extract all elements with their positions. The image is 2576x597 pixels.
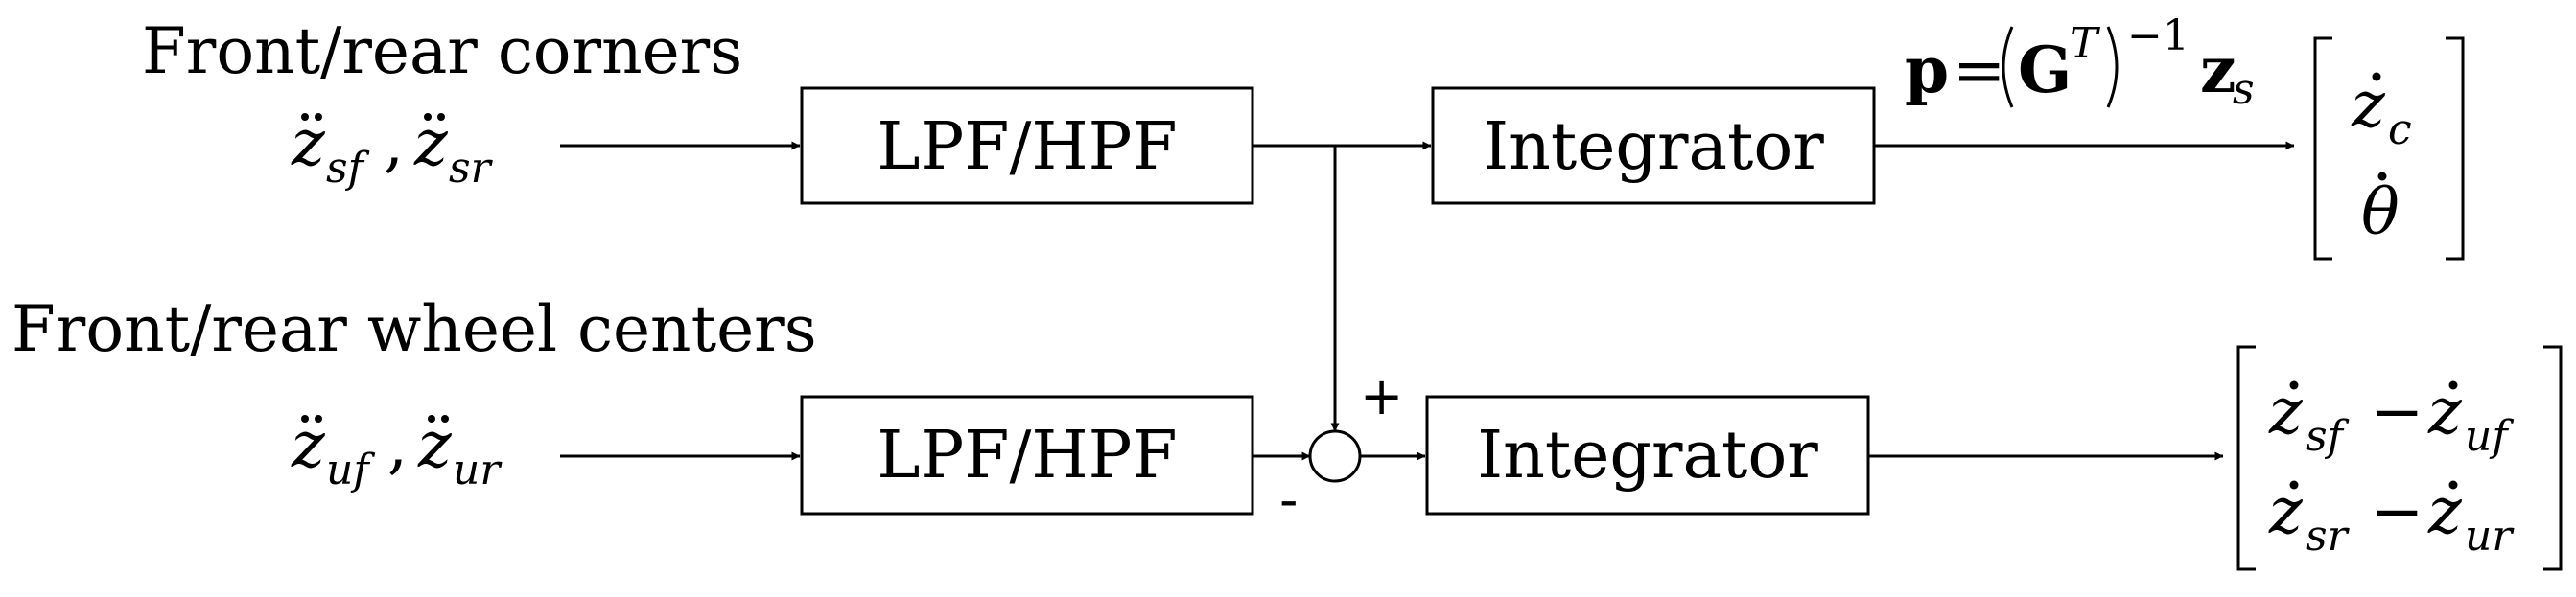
transform-T: T	[2070, 19, 2101, 68]
output-top-row2-var: θ	[2361, 175, 2400, 249]
output-bottom-row2-minus: −	[2371, 474, 2424, 548]
dot-icon	[2448, 480, 2458, 490]
transform-inverse: −1	[2127, 11, 2190, 60]
bracket-right	[2446, 36, 2465, 261]
dot-icon	[2377, 172, 2387, 181]
double-dot-icon	[301, 113, 322, 121]
input-bottom-sub2: ur	[453, 446, 503, 494]
summing-junction	[1308, 429, 1362, 483]
dot-icon	[2289, 480, 2299, 490]
sum-minus-sign: -	[1279, 470, 1299, 530]
input-bottom: z uf , z ur	[291, 408, 503, 494]
output-vector-bottom: z sf − z uf z sr − z ur	[2236, 345, 2563, 571]
double-dot-icon	[428, 415, 449, 423]
transform-z: z	[2200, 33, 2236, 107]
input-top-sub1: sf	[326, 144, 370, 193]
integrator-block-top: Integrator	[1431, 86, 1876, 205]
input-top-sub2: sr	[449, 144, 494, 193]
dot-icon	[2448, 380, 2458, 390]
double-dot-icon	[301, 415, 322, 423]
transform-expression: p = G T −1 z s	[1905, 11, 2255, 114]
output-top-row1-var: z	[2351, 68, 2386, 142]
input-top-sep: ,	[384, 106, 404, 180]
integrator-top-label: Integrator	[1483, 109, 1824, 185]
transform-eq: =	[1953, 34, 2005, 107]
bracket-right	[2543, 345, 2563, 571]
transform-z-sub: s	[2233, 65, 2255, 114]
output-bottom-row1-minus: −	[2371, 375, 2424, 448]
input-top: z sf , z sr	[291, 106, 494, 193]
bracket-left	[2313, 36, 2332, 261]
transform-G: G	[2018, 33, 2072, 107]
bracket-left	[2236, 345, 2256, 571]
filter-top-label: LPF/HPF	[877, 109, 1177, 185]
paren-right	[2106, 26, 2119, 108]
output-vector-top: z c θ	[2313, 36, 2465, 261]
transform-p: p	[1905, 33, 1949, 107]
dot-icon	[2289, 380, 2299, 390]
output-bottom-row2-b-sub: ur	[2465, 512, 2515, 561]
output-bottom-row1-b-sub: uf	[2465, 412, 2514, 461]
output-bottom-row2-a-sub: sr	[2306, 512, 2351, 561]
paren-left	[2002, 26, 2014, 108]
double-dot-icon	[424, 113, 445, 121]
filter-bottom-label: LPF/HPF	[877, 418, 1177, 494]
label-front-rear-wheel-centers: Front/rear wheel centers	[12, 292, 817, 366]
output-bottom-row1-a-sub: sf	[2306, 412, 2350, 461]
integrator-bottom-label: Integrator	[1477, 418, 1818, 494]
dot-icon	[2372, 72, 2381, 81]
label-front-rear-corners: Front/rear corners	[142, 14, 742, 88]
integrator-block-bottom: Integrator	[1425, 395, 1870, 516]
filter-block-bottom: LPF/HPF	[800, 395, 1254, 516]
input-bottom-sub1: uf	[326, 446, 375, 494]
sum-plus-sign: +	[1360, 366, 1403, 426]
output-top-row1-sub: c	[2388, 105, 2412, 154]
input-bottom-sep: ,	[387, 408, 408, 482]
filter-block-top: LPF/HPF	[800, 86, 1254, 205]
